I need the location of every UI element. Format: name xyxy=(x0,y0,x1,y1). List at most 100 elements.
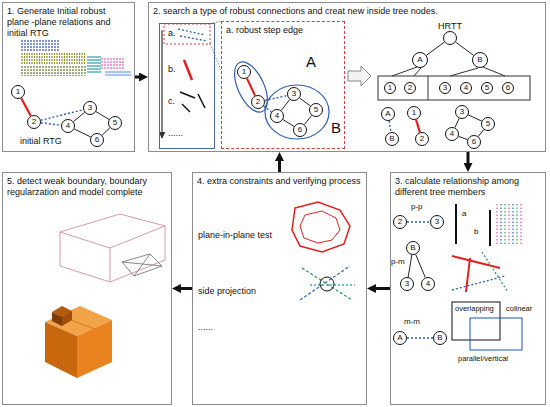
graph-node-circle: 2 xyxy=(393,215,407,229)
node-label: 1 xyxy=(242,68,246,76)
graph-node-circle: 1 xyxy=(11,85,25,99)
point-stroke xyxy=(520,204,521,246)
graph-node-circle: 3 xyxy=(83,101,97,115)
point-stroke xyxy=(45,66,46,76)
tree-link xyxy=(450,68,478,76)
relation-edge xyxy=(459,136,468,139)
graph-node-circle: 5 xyxy=(481,117,495,131)
tree-link xyxy=(392,67,417,76)
graph-node-circle: 4 xyxy=(421,277,435,291)
line-segment xyxy=(180,92,195,98)
node-label: 5 xyxy=(314,106,318,114)
panel-text: plane-in-plane test xyxy=(198,230,272,241)
flow-arrow xyxy=(278,156,281,172)
node-label: 3 xyxy=(460,108,464,116)
point-stroke xyxy=(516,204,517,246)
point-stroke xyxy=(21,40,22,51)
list-item: c. xyxy=(168,96,175,107)
graph-node-circle: 5 xyxy=(481,82,493,94)
node-label: 1 xyxy=(16,88,20,96)
flow-arrow xyxy=(467,152,470,168)
node-label: B xyxy=(437,334,442,342)
panel-text: 5. detect weak boundary, boundary regula… xyxy=(7,176,167,198)
node-label: A xyxy=(417,56,422,64)
graph-node-circle: 5 xyxy=(108,116,122,130)
list-item: ...... xyxy=(168,128,183,139)
point-stroke xyxy=(69,53,70,64)
panel-text: 1. Generate Initial robust plane -plane … xyxy=(7,6,130,39)
tree-root-circle: HRTT xyxy=(443,31,457,45)
relation-label: p-p xyxy=(411,203,423,211)
point-stroke xyxy=(57,66,58,76)
point-stroke xyxy=(109,71,110,77)
point-stroke xyxy=(30,40,31,51)
point-stroke xyxy=(33,40,34,51)
tree-label: HRTT xyxy=(438,22,462,31)
projection-line xyxy=(302,268,352,300)
node-label: A xyxy=(397,334,402,342)
graph-node-circle: 3 xyxy=(400,277,414,291)
graph-node-circle: 3 xyxy=(439,82,451,94)
relation-edge xyxy=(102,128,110,135)
node-label: 5 xyxy=(486,120,490,128)
point-stroke xyxy=(39,66,40,76)
graph-node-circle: 2 xyxy=(415,132,429,146)
point-stroke xyxy=(42,40,43,51)
point-stroke xyxy=(21,66,22,76)
step-edge-box: a. robust step edge123456 xyxy=(221,21,345,149)
relation-edge xyxy=(478,130,483,137)
point-stroke xyxy=(30,66,31,76)
point-stroke xyxy=(63,66,64,76)
graph-node-circle: 6 xyxy=(293,123,307,137)
relation-edge xyxy=(281,100,289,111)
relation-edge xyxy=(265,96,287,101)
point-stroke xyxy=(123,71,124,77)
wireframe xyxy=(60,214,165,248)
transform-arrow xyxy=(348,66,371,86)
flow-arrow xyxy=(135,76,144,79)
graph-node-circle: 1 xyxy=(237,65,251,79)
point-stroke xyxy=(29,53,30,64)
graph-node-circle: 6 xyxy=(502,82,514,94)
node-label: 6 xyxy=(95,136,99,144)
point-stroke xyxy=(61,53,62,64)
list-item: a. xyxy=(168,28,176,39)
group-ellipse xyxy=(228,57,274,117)
tree-link xyxy=(483,67,505,76)
point-stroke xyxy=(74,53,75,64)
point-stroke xyxy=(78,66,79,76)
relation-edge xyxy=(407,337,433,338)
point-stroke xyxy=(31,53,32,64)
relation-edge xyxy=(96,112,109,120)
graph-node-circle: 6 xyxy=(467,135,481,149)
point-stroke xyxy=(84,53,85,64)
box-heading: a. robust step edge xyxy=(226,25,340,36)
step-panel: 1. Generate Initial robust plane -plane … xyxy=(2,2,135,152)
point-stroke xyxy=(24,40,25,51)
point-stroke xyxy=(21,53,22,64)
group-letter: A xyxy=(306,54,316,69)
point-stroke xyxy=(51,40,52,51)
graph-node-circle: 2 xyxy=(27,115,41,129)
point-cloud xyxy=(22,40,130,77)
boundary-loop xyxy=(292,202,350,252)
point-stroke xyxy=(104,58,105,70)
point-stroke xyxy=(66,53,67,64)
graph-node-circle: 4 xyxy=(460,82,472,94)
type-list-box: a. b. c....... xyxy=(159,23,215,149)
line-segment xyxy=(182,104,190,112)
boundary-loop xyxy=(300,211,340,243)
point-stroke xyxy=(113,58,114,70)
node-label: 1 xyxy=(388,84,392,92)
point-stroke xyxy=(99,56,100,74)
relation-label: a xyxy=(462,210,466,218)
graph-node-circle: A xyxy=(381,107,395,121)
projection-line xyxy=(310,284,355,285)
point-stroke xyxy=(127,71,128,77)
list-item: b. xyxy=(168,64,176,75)
relation-edge xyxy=(74,129,90,137)
graph-node-circle: 5 xyxy=(309,103,323,117)
node-label: 4 xyxy=(275,112,279,120)
point-stroke xyxy=(111,71,112,77)
